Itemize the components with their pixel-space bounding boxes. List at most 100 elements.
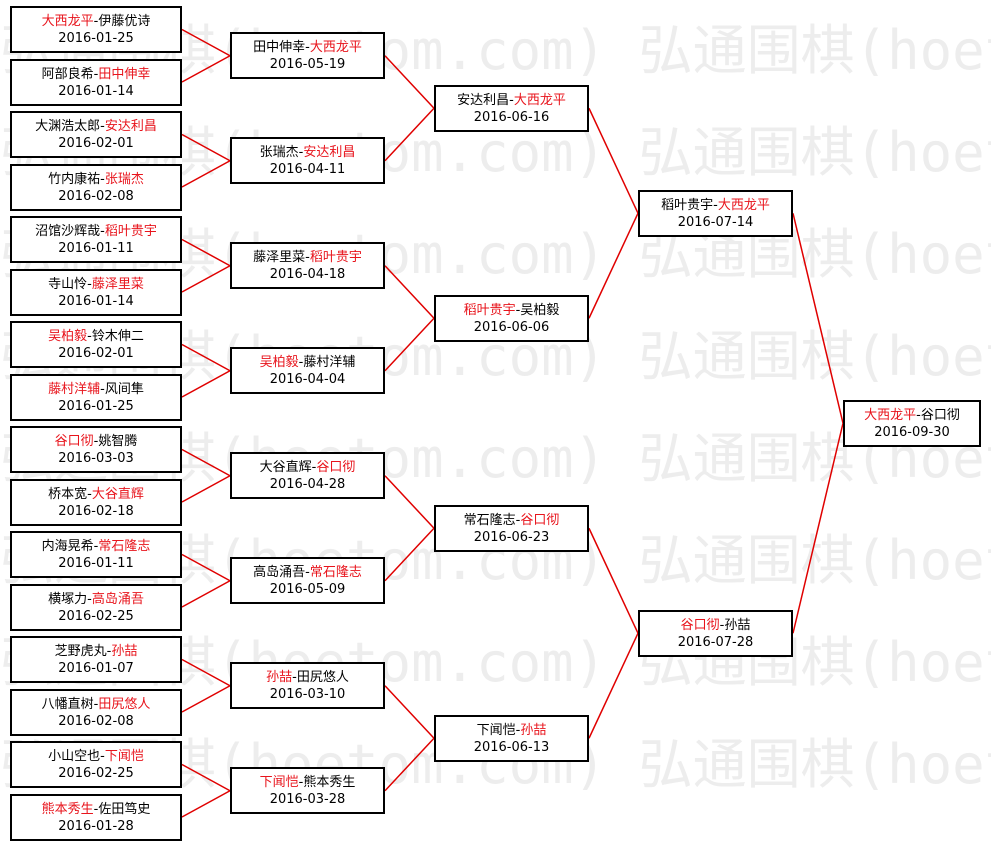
match-date: 2016-03-10 <box>269 686 346 702</box>
bracket-connector <box>181 370 231 398</box>
player-one-name: 大西龙平 <box>41 13 94 29</box>
bracket-connector <box>181 763 231 792</box>
match-date: 2016-02-08 <box>58 713 134 729</box>
player-two-name: 藤村洋辅 <box>303 354 356 370</box>
versus-separator: - <box>87 328 92 344</box>
player-one-name: 八幡直树 <box>41 696 94 712</box>
match-date: 2016-09-30 <box>874 424 950 440</box>
versus-separator: - <box>292 669 297 685</box>
match-date: 2016-07-14 <box>677 214 754 230</box>
player-two-name: 谷口彻 <box>520 512 560 528</box>
match-players: 内海晃希-常石隆志 <box>42 538 151 555</box>
player-two-name: 佐田笃史 <box>98 801 151 817</box>
match-date: 2016-01-28 <box>58 818 134 834</box>
versus-separator: - <box>916 407 921 423</box>
match-date: 2016-02-18 <box>58 503 134 519</box>
player-two-name: 田中伸幸 <box>98 66 151 82</box>
player-one-name: 下闻恺 <box>259 774 299 790</box>
versus-separator: - <box>515 512 521 528</box>
bracket-connector <box>384 527 435 582</box>
match-date: 2016-02-01 <box>58 345 134 361</box>
bracket-connector <box>588 632 639 739</box>
match-players: 孙喆-田尻悠人 <box>266 669 349 686</box>
player-one-name: 内海晃希 <box>41 538 94 554</box>
match-players: 下闻恺-孙喆 <box>477 722 547 739</box>
match-date: 2016-01-25 <box>58 30 134 46</box>
bracket-connector <box>181 475 231 503</box>
match-date: 2016-01-25 <box>58 398 134 414</box>
player-one-name: 横塚力 <box>48 591 88 607</box>
match-players: 大谷直辉-谷口彻 <box>260 459 356 476</box>
match-players: 吴柏毅-藤村洋辅 <box>260 354 356 371</box>
bracket-connector <box>384 265 435 319</box>
player-two-name: 下闻恺 <box>104 748 144 764</box>
bracket-connector <box>792 213 844 424</box>
versus-separator: - <box>298 354 304 370</box>
player-one-name: 藤村洋辅 <box>48 381 101 397</box>
bracket-connector <box>384 317 435 372</box>
match-date: 2016-04-11 <box>269 161 346 177</box>
bracket-connector <box>181 55 231 83</box>
versus-separator: - <box>305 564 310 580</box>
match-players: 大渊浩太郎-安达利昌 <box>35 118 157 135</box>
match-date: 2016-03-03 <box>58 450 134 466</box>
match-players: 谷口彻-孙喆 <box>681 617 751 634</box>
versus-separator: - <box>305 39 310 55</box>
versus-separator: - <box>305 249 310 265</box>
versus-separator: - <box>100 171 105 187</box>
player-one-name: 芝野虎丸 <box>54 643 107 659</box>
player-two-name: 张瑞杰 <box>104 171 144 187</box>
bracket-connector <box>384 685 435 739</box>
match-players: 张瑞杰-安达利昌 <box>260 144 356 161</box>
match-players: 阿部良希-田中伸幸 <box>42 66 151 83</box>
player-two-name: 谷口彻 <box>316 459 356 475</box>
player-two-name: 常石隆志 <box>98 538 151 554</box>
match-players: 沼馆沙辉哉-稻叶贵宇 <box>35 223 157 240</box>
match-date: 2016-05-19 <box>269 56 346 72</box>
player-one-name: 沼馆沙辉哉 <box>35 223 101 239</box>
bracket-connector <box>181 28 231 57</box>
versus-separator: - <box>515 722 521 738</box>
versus-separator: - <box>93 801 99 817</box>
match-date: 2016-02-01 <box>58 135 134 151</box>
player-two-name: 孙喆 <box>111 643 138 659</box>
versus-separator: - <box>509 92 514 108</box>
versus-separator: - <box>87 591 92 607</box>
player-one-name: 小山空也 <box>48 748 101 764</box>
bracket-connector <box>181 265 231 293</box>
versus-separator: - <box>93 433 99 449</box>
bracket-connector <box>181 685 231 713</box>
match-players: 横塚力-高岛涌吾 <box>48 591 144 608</box>
